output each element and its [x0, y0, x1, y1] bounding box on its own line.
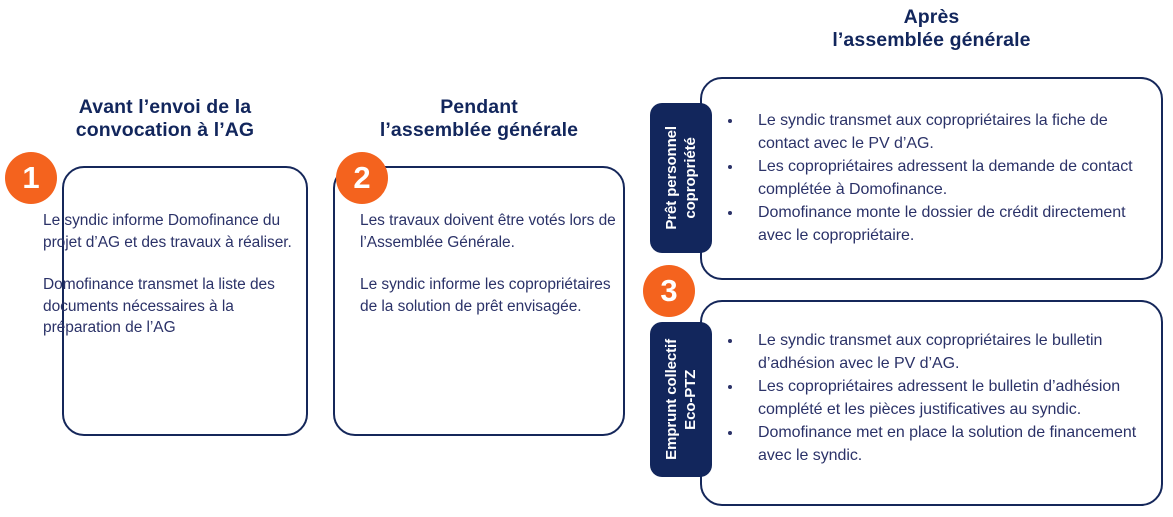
bullet-dot-icon	[728, 165, 732, 169]
list-item-text: Domofinance monte le dossier de crédit d…	[758, 204, 1126, 244]
vertical-tab-emprunt-collectif: Emprunt collectif Eco-PTZ	[650, 322, 712, 477]
card-avant-body: Le syndic informe Domofinance du projet …	[43, 210, 293, 339]
card-pendant-paragraph-1: Les travaux doivent être votés lors de l…	[360, 212, 616, 251]
section-title-avant: Avant l’envoi de la convocation à l’AG	[75, 96, 255, 141]
list-item-text: Le syndic transmet aux copropriétaires l…	[758, 112, 1108, 152]
card-pret-personnel	[700, 77, 1163, 280]
card-avant-paragraph-2: Domofinance transmet la liste des docume…	[43, 276, 275, 336]
section-title-apres: Après l’assemblée générale	[832, 6, 1031, 51]
card-emprunt-collectif	[700, 300, 1163, 506]
vertical-tab-emprunt-collectif-label: Emprunt collectif Eco-PTZ	[663, 339, 699, 460]
bullet-dot-icon	[728, 211, 732, 215]
list-item-text: Les copropriétaires adressent la demande…	[758, 158, 1133, 198]
step-badge-2: 2	[336, 152, 388, 204]
bullet-dot-icon	[728, 119, 732, 123]
bullet-list-emprunt-collectif: Le syndic transmet aux copropriétaires l…	[726, 330, 1151, 468]
list-item: Le syndic transmet aux copropriétaires l…	[726, 330, 1151, 375]
step-badge-3: 3	[643, 265, 695, 317]
card-avant	[62, 166, 308, 436]
vertical-tab-pret-personnel: Prêt personnel copropriété	[650, 103, 712, 253]
list-item-text: Domofinance met en place la solution de …	[758, 424, 1137, 464]
section-title-pendant: Pendant l’assemblée générale	[379, 96, 579, 141]
card-pendant	[333, 166, 625, 436]
list-item-text: Les copropriétaires adressent le bulleti…	[758, 378, 1121, 418]
list-item: Domofinance met en place la solution de …	[726, 422, 1151, 467]
bullet-dot-icon	[728, 431, 732, 435]
list-item: Domofinance monte le dossier de crédit d…	[726, 202, 1151, 247]
list-item: Les copropriétaires adressent la demande…	[726, 156, 1151, 201]
list-item: Les copropriétaires adressent le bulleti…	[726, 376, 1151, 421]
card-pendant-body: Les travaux doivent être votés lors de l…	[360, 210, 620, 317]
list-item-text: Le syndic transmet aux copropriétaires l…	[758, 332, 1103, 372]
list-item: Le syndic transmet aux copropriétaires l…	[726, 110, 1151, 155]
bullet-list-pret-personnel: Le syndic transmet aux copropriétaires l…	[726, 110, 1151, 248]
bullet-dot-icon	[728, 339, 732, 343]
step-badge-1: 1	[5, 152, 57, 204]
bullet-dot-icon	[728, 385, 732, 389]
card-pendant-paragraph-2: Le syndic informe les copropriétaires de…	[360, 276, 611, 315]
vertical-tab-pret-personnel-label: Prêt personnel copropriété	[663, 126, 699, 230]
card-avant-paragraph-1: Le syndic informe Domofinance du projet …	[43, 212, 292, 251]
